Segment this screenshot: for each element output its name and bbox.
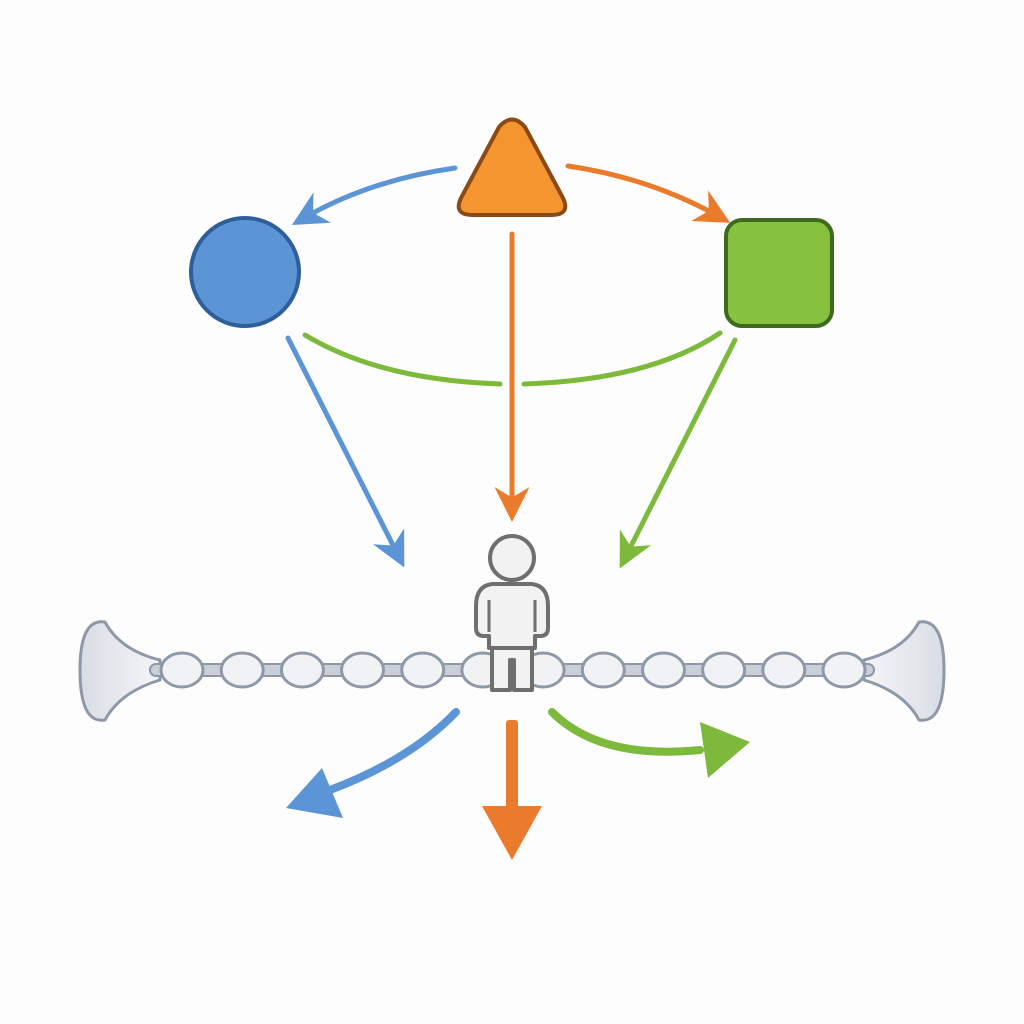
bar-bead [821, 651, 867, 689]
arrow-square-to-person [619, 337, 738, 569]
arrowhead-down [482, 806, 542, 860]
bar-bead [279, 651, 325, 689]
person-body [474, 582, 550, 650]
bar-bead [580, 651, 626, 689]
arc-circle-to-square-left [302, 332, 503, 387]
arrow-circle-to-person [285, 335, 405, 568]
bar-bead [159, 651, 205, 689]
bar-bead [761, 651, 807, 689]
circle-node [189, 216, 301, 328]
person-icon [474, 534, 550, 692]
arrow-triangle-to-circle [291, 165, 458, 225]
arrow-triangle-to-square [565, 163, 731, 223]
person-head [488, 534, 536, 582]
arrowhead-right [700, 722, 750, 778]
bar-bead [701, 651, 747, 689]
bar-left-bell [78, 620, 162, 722]
arc-circle-to-square-right [521, 330, 723, 387]
bar-bead [219, 651, 265, 689]
arrow-person-down [506, 720, 518, 812]
bar-bead [400, 651, 446, 689]
arrow-person-to-right [548, 708, 704, 756]
arrowhead-lower-left [286, 768, 343, 818]
person-legs [490, 646, 534, 692]
bar-bead [340, 651, 385, 689]
bar-bead [641, 651, 686, 689]
triangle-node [456, 117, 568, 217]
bar-right-bell [862, 620, 946, 722]
square-node [724, 218, 834, 328]
arrow-person-to-lower-left [326, 708, 460, 794]
